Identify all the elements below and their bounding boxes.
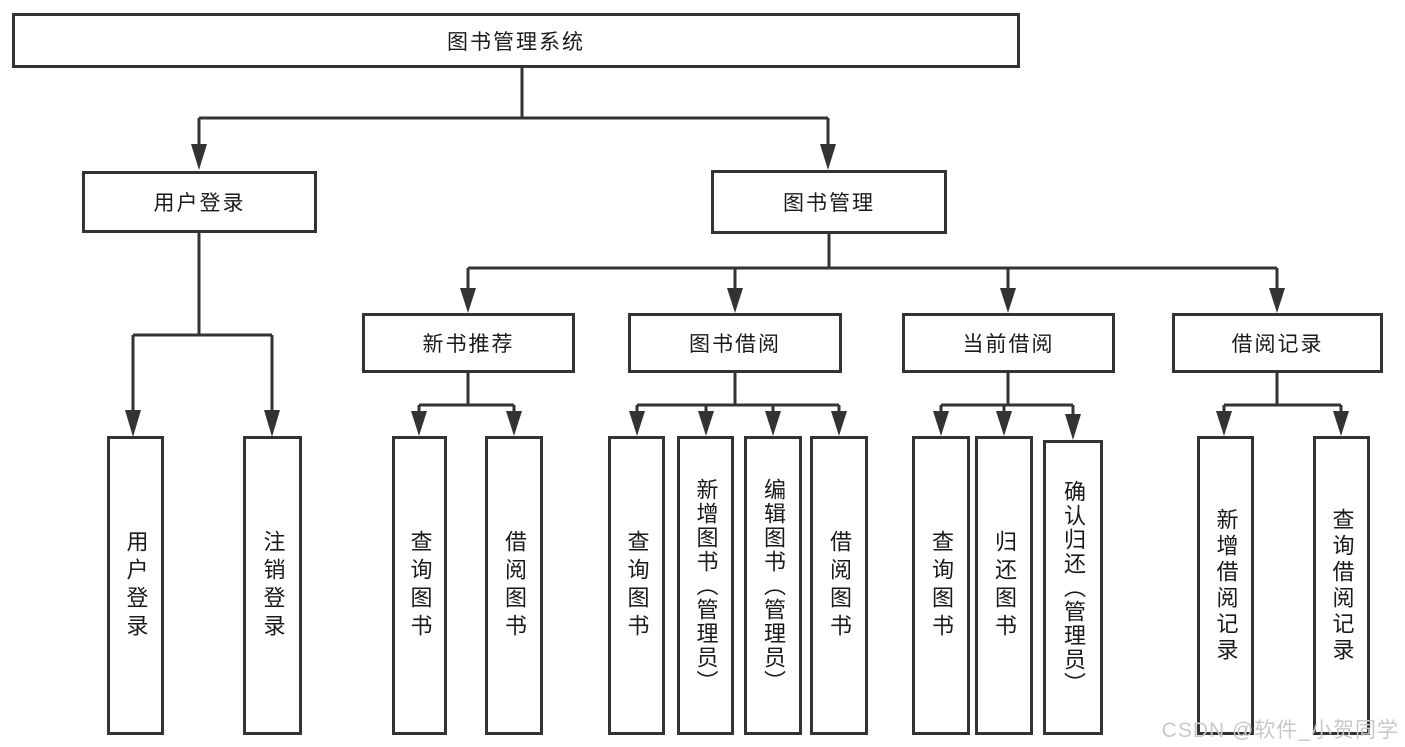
leaf-add-book-admin: 新增图书（管理员） [677,436,734,735]
leaf-borrow-books-recommend: 借阅图书 [485,436,543,735]
node-book-management: 图书管理 [711,170,947,234]
node-book-borrow: 图书借阅 [628,313,842,373]
arrowhead-c3 [765,411,781,436]
arrowhead-d1 [933,411,949,436]
arrowhead-bookborrow [727,288,743,313]
node-borrow-records: 借阅记录 [1172,313,1383,373]
node-user-login: 用户登录 [82,171,317,233]
arrowhead-d3 [1065,414,1081,440]
leaf-query-borrow-record: 查询借阅记录 [1313,436,1370,735]
arrowhead-borrowrecords [1269,288,1285,313]
leaf-query-books-current: 查询图书 [912,436,970,735]
leaf-return-book: 归还图书 [975,436,1033,735]
arrowhead-book-mgmt [820,144,836,170]
csdn-watermark: CSDN @软件_小贺同学 [1161,719,1399,742]
leaf-confirm-return-admin: 确认归还（管理员） [1043,440,1103,735]
arrowhead-c4 [831,411,847,436]
arrowhead-d2 [996,411,1012,436]
leaf-edit-book-admin: 编辑图书（管理员） [744,436,802,735]
arrowhead-c2 [698,411,714,436]
leaf-query-books-recommend: 查询图书 [392,436,447,735]
leaf-add-borrow-record: 新增借阅记录 [1197,436,1254,735]
leaf-logout: 注销登录 [243,436,302,735]
arrowhead-b2 [506,411,522,436]
arrowhead-leaf-logout [264,410,280,437]
arrowhead-b1 [411,411,427,436]
node-current-borrow: 当前借阅 [902,313,1115,373]
arrowhead-currentborrow [1000,288,1016,313]
leaf-borrow-books: 借阅图书 [810,436,868,735]
arrowhead-e1 [1216,411,1232,436]
arrowhead-leaf-login [125,410,141,437]
arrowhead-e2 [1333,411,1349,436]
leaf-query-books-borrow: 查询图书 [608,436,665,735]
arrowhead-c1 [629,411,645,436]
node-library-system: 图书管理系统 [12,13,1020,68]
arrowhead-user-login [191,144,207,170]
leaf-user-login: 用户登录 [107,436,164,735]
node-new-book-recommend: 新书推荐 [362,313,575,373]
arrowhead-newbook [460,288,476,313]
